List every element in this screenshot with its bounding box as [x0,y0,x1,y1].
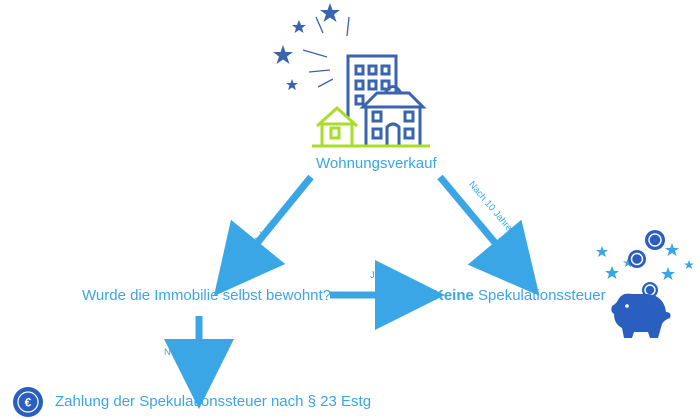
star-icon [665,243,679,256]
node-keine-spekulationssteuer: Keine Spekulationssteuer [433,287,606,304]
edge-label-nein: Nein [164,347,184,358]
star-icon [661,267,675,280]
star-icon [623,258,633,267]
star-icon [292,20,306,33]
ray-lines [302,16,350,88]
node-selbst-bewohnt: Wurde die Immobilie selbst bewohnt? [82,287,332,304]
star-icon [596,246,608,257]
euro-coin-icon [645,230,665,250]
star-icon [605,266,619,279]
node-spekulationssteuer: Spekulationssteuer [473,287,606,304]
edge-label-top-left: Vor 10 Jahren [233,217,278,270]
star-burst-icon [273,3,340,90]
star-icon [273,45,293,64]
euro-coin-icon: € [13,387,43,417]
piggy-bank-icon [596,230,694,338]
arrow-top-right [437,174,540,296]
node-zahlung-spekulationssteuer: Zahlung der Spekulationssteuer nach § 23… [55,393,372,410]
edge-label-top-right: Nach 10 Jahren [466,179,518,237]
townhouse-icon [359,85,427,148]
edge-label-ja: Ja [370,270,381,281]
star-icon [684,260,694,269]
node-keine-bold: Keine [433,287,474,304]
arrow-top-left [213,174,314,297]
svg-text:€: € [25,396,32,410]
node-wohnungsverkauf: Wohnungsverkauf [316,155,437,172]
star-icon [320,3,340,22]
star-icon [286,79,298,90]
house-icon [315,105,359,148]
euro-coin-icon [628,250,646,268]
